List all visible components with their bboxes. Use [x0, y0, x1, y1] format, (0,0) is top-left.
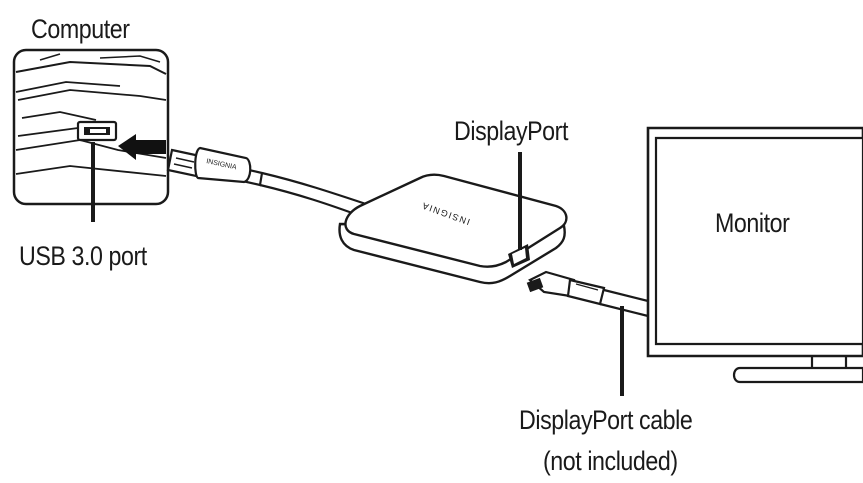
usb-port-slot — [76, 120, 118, 142]
usb-plug: INSIGNIA — [166, 146, 252, 184]
monitor-label: Monitor — [715, 208, 790, 238]
usb-port-label: USB 3.0 port — [19, 241, 147, 271]
cable-label-line1: DisplayPort cable — [519, 405, 693, 435]
monitor-graphic — [646, 126, 863, 384]
cable-label-line2: (not included) — [543, 446, 678, 476]
displayport-cable — [599, 288, 653, 318]
displayport-plug — [526, 270, 606, 306]
displayport-label: DisplayPort — [454, 116, 568, 146]
usb-to-displayport-adapter: INSIGNIA — [338, 173, 568, 285]
computer-label: Computer — [31, 14, 130, 44]
insert-arrow-icon — [118, 134, 166, 160]
